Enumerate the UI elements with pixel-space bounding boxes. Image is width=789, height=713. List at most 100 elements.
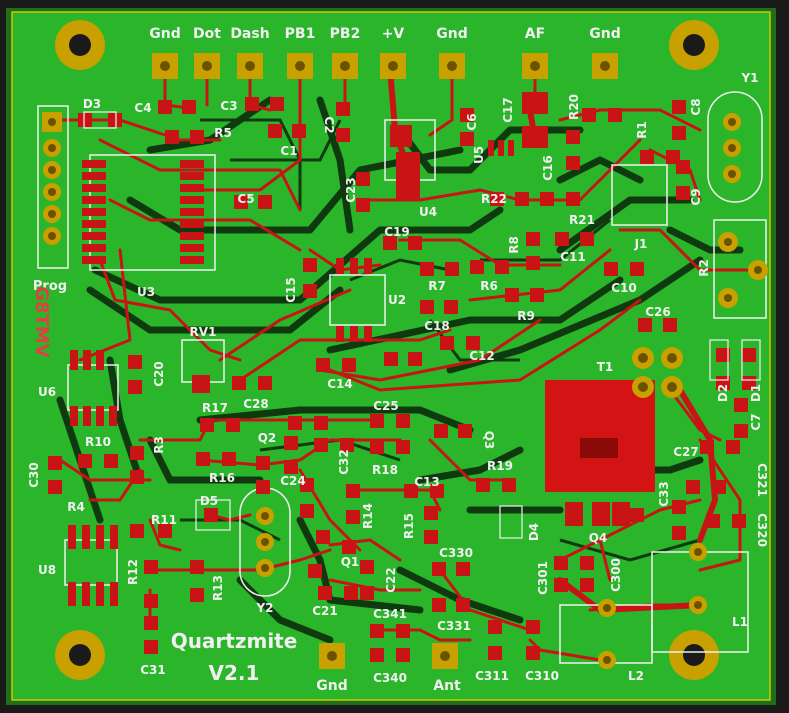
ref-c5: C5 <box>237 192 254 206</box>
ref-r14: R14 <box>361 503 375 529</box>
ref-c33: C33 <box>657 481 671 507</box>
ref-l1: L1 <box>732 615 748 629</box>
transformer-t1 <box>632 347 683 398</box>
label-pb1: PB1 <box>285 26 316 42</box>
ref-d5: D5 <box>200 494 218 508</box>
label-ant: Ant <box>433 678 461 694</box>
ref-u4: U4 <box>419 205 437 219</box>
label-gnd-bottom: Gnd <box>316 678 347 694</box>
ic-u2 <box>329 258 386 342</box>
q4-heatsink-pad <box>545 380 655 492</box>
q4-heatsink-center <box>580 438 618 458</box>
ref-j1: J1 <box>634 237 648 251</box>
ref-r22: R22 <box>481 192 507 206</box>
label-vplus: +V <box>382 26 405 42</box>
ref-u8: U8 <box>38 563 56 577</box>
ref-c13: C13 <box>414 475 440 489</box>
ref-c1: C1 <box>280 144 297 158</box>
ref-r16: R16 <box>209 471 235 485</box>
ref-c23: C23 <box>344 177 358 203</box>
board-edge <box>11 11 771 701</box>
ref-r6: R6 <box>480 279 498 293</box>
designators: D3 C4 R5 C3 C1 C2 C6 C17 R20 R1 C8 Y1 C5… <box>27 71 769 685</box>
mounting-hole-bl <box>55 630 105 680</box>
label-gnd-2: Gnd <box>436 26 467 42</box>
ref-r4: R4 <box>67 500 85 514</box>
ref-c30: C30 <box>27 462 41 488</box>
ref-c25: C25 <box>373 399 399 413</box>
mirror-callsign: G8TMV <box>31 286 52 357</box>
pot-r2 <box>713 219 768 319</box>
ref-c15: C15 <box>284 277 298 303</box>
smd-pads <box>48 92 756 662</box>
ref-c24: C24 <box>280 474 306 488</box>
ref-c320: C320 <box>755 513 769 547</box>
connector-labels: Gnd Dot Dash PB1 PB2 +V Gnd AF Gnd Gnd A… <box>33 26 621 694</box>
ref-c341: C341 <box>373 607 407 621</box>
ref-u2: U2 <box>388 293 406 307</box>
ref-r3: R3 <box>152 436 166 454</box>
ref-u5: U5 <box>472 146 486 164</box>
ref-c22: C22 <box>384 567 398 593</box>
mounting-hole-br <box>669 630 719 680</box>
ref-y2: Y2 <box>255 601 273 615</box>
ref-r12: R12 <box>126 559 140 585</box>
ref-d2: D2 <box>716 384 730 402</box>
ic-u8 <box>64 525 118 606</box>
ref-u6: U6 <box>38 385 56 399</box>
ref-r21: R21 <box>569 213 595 227</box>
board-title: Quartzmite <box>171 629 298 653</box>
ic-u6 <box>67 350 119 426</box>
ref-r9: R9 <box>517 309 535 323</box>
ref-d1: D1 <box>749 384 763 402</box>
ref-c9: C9 <box>689 188 703 205</box>
ref-r1: R1 <box>635 121 649 139</box>
ref-r15: R15 <box>402 513 416 539</box>
inductor-l2 <box>559 599 653 669</box>
board-version: V2.1 <box>209 661 260 685</box>
header-pads <box>152 53 618 669</box>
ref-q4: Q4 <box>589 531 608 545</box>
ref-c2: C2 <box>322 116 336 133</box>
ref-c14: C14 <box>327 377 353 391</box>
ref-c340: C340 <box>373 671 407 685</box>
ref-c20: C20 <box>152 361 166 387</box>
mounting-hole-tl <box>55 20 105 70</box>
label-dash: Dash <box>230 26 269 42</box>
ic-u3 <box>82 154 216 271</box>
ref-c6: C6 <box>465 113 479 130</box>
label-gnd-top: Gnd <box>149 26 180 42</box>
ref-c300: C300 <box>609 558 623 592</box>
ref-c27: C27 <box>673 445 699 459</box>
ref-c31: C31 <box>140 663 166 677</box>
ref-l2: L2 <box>628 669 644 683</box>
ref-rv1: RV1 <box>190 325 217 339</box>
ref-c28: C28 <box>243 397 269 411</box>
crystal-y2 <box>239 487 291 597</box>
ref-q3: Q3 <box>482 431 496 450</box>
ref-c321: C321 <box>755 463 769 497</box>
ref-c311: C311 <box>475 669 509 683</box>
ref-c17: C17 <box>501 97 515 123</box>
ref-r5: R5 <box>214 126 232 140</box>
label-gnd-3: Gnd <box>589 26 620 42</box>
crystal-y1 <box>707 91 763 203</box>
ref-r20: R20 <box>567 94 581 120</box>
ref-c16: C16 <box>541 155 555 181</box>
prog-header <box>37 105 69 269</box>
ref-r10: R10 <box>85 435 111 449</box>
mounting-holes <box>55 20 719 680</box>
silk-outlines <box>83 111 761 539</box>
ref-q2: Q2 <box>258 431 277 445</box>
ref-d4: D4 <box>527 523 541 541</box>
ref-c3: C3 <box>220 99 237 113</box>
ic-u4 <box>384 119 436 200</box>
ref-u3: U3 <box>137 285 155 299</box>
ref-c8: C8 <box>689 98 703 115</box>
ref-r18: R18 <box>372 463 398 477</box>
ref-c331: C331 <box>437 619 471 633</box>
inductor-l1 <box>651 543 749 653</box>
ref-c330: C330 <box>439 546 473 560</box>
ref-c4: C4 <box>134 101 151 115</box>
ref-r13: R13 <box>211 575 225 601</box>
